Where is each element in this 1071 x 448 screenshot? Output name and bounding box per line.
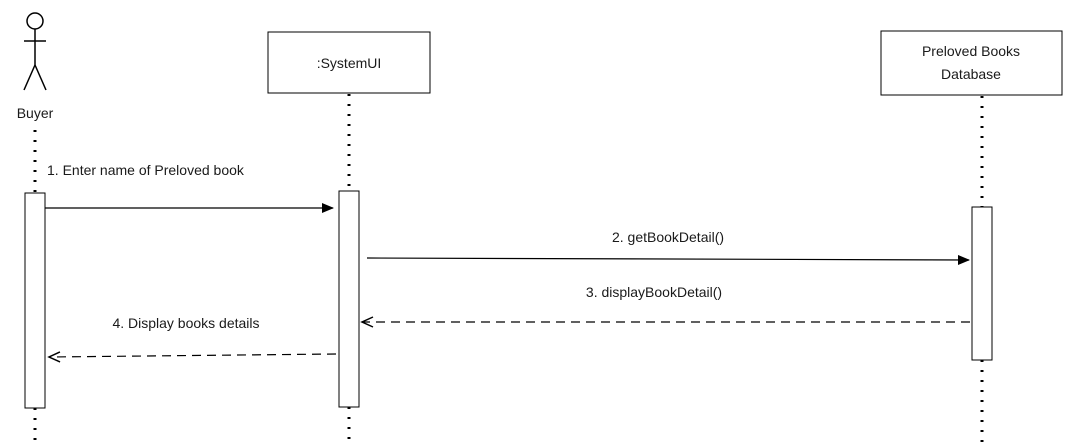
activation-bar-systemui [338, 190, 360, 408]
message-4-label: 4. Display books details [112, 315, 259, 331]
message-4-arrow [47, 351, 337, 363]
database-label-line-1: Preloved Books [922, 43, 1020, 59]
database-label-line-2: Database [941, 66, 1001, 82]
message-2-label: 2. getBookDetail() [612, 229, 724, 245]
message-2-arrow [366, 254, 970, 265]
buyer-actor-label: Buyer [17, 105, 54, 121]
message-1-label: 1. Enter name of Preloved book [47, 162, 245, 178]
database-box [880, 30, 1063, 96]
systemui-box [267, 31, 431, 94]
buyer-actor-icon [23, 12, 47, 91]
systemui-label: :SystemUI [317, 55, 382, 71]
message-3-label: 3. displayBookDetail() [586, 284, 722, 300]
activation-bar-database [971, 206, 993, 361]
activation-bar-buyer [24, 192, 46, 409]
